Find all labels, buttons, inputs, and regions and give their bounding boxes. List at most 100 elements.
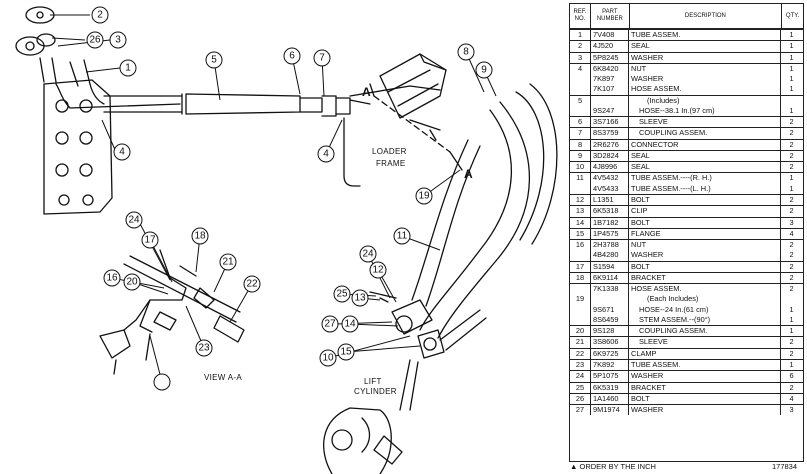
callout-13: 13 [354,293,366,304]
row-qty: 2 [789,162,794,172]
row-ref-no: 21 [570,337,591,348]
row-part-number: 3D2824 [591,150,629,162]
row-ref-no: 13 [570,206,591,217]
row-qty: 2 [789,206,794,216]
row-qty [781,96,802,106]
hose-lines [411,83,558,351]
row-ref-no: 9 [570,150,591,162]
row-description: TUBE ASSEM.----(R. H.) [629,173,781,184]
row-qty: 1 [789,314,794,324]
callout-9: 9 [481,65,487,76]
callout-17: 17 [144,235,156,246]
callout-4: 4 [119,147,125,158]
row-description: TUBE ASSEM.----(L. H.) [629,183,781,194]
row-ref-no: 2 [570,41,591,52]
row-qty: 1 [789,74,794,84]
row-description: (Each Includes) [629,294,781,305]
callout-2: 2 [97,10,103,21]
row-part-number: 1A1460 [591,393,629,405]
table-header: REF. NO. PART NUMBER DESCRIPTION QTY. [570,4,803,29]
row-qty: 1 [789,41,794,51]
row-description: HOSE ASSEM. [629,84,781,95]
row-qty: 4 [789,393,794,403]
row-ref-no: 24 [570,371,591,382]
row-description: HOSE ASSEM. [629,284,781,295]
callout-6: 6 [289,51,295,62]
illustration-id: 177834 [772,462,798,471]
row-ref-no: 11 [570,173,591,184]
row-ref-no [570,105,591,117]
view-a-a-detail [99,249,245,375]
row-part-number [591,294,629,305]
row-description: WASHER [629,74,781,85]
row-ref-no [570,304,591,315]
row-part-number: 7K107 [591,84,629,95]
row-part-number: 6K5319 [591,382,629,393]
exploded-parts-drawing: 2 26 3 1 4 5 6 7 8 9 4 19 11 24 12 25 13… [15,6,558,474]
lift-cylinder-label-1: LIFT [364,377,382,386]
table-row: 19(Each Includes) [570,294,803,305]
row-description: WASHER [629,371,781,382]
row-qty: 3 [789,217,794,227]
row-ref-no: 22 [570,348,591,359]
row-qty: 1 [789,183,794,193]
row-part-number: 6K9114 [591,272,629,284]
row-ref-no: 23 [570,359,591,371]
row-part-number: 9M1974 [591,405,629,416]
tube-assembly [55,83,183,115]
row-description: STEM ASSEM.--(90°) [629,314,781,326]
row-description: WASHER [629,52,781,63]
row-description: WASHER [629,250,781,261]
row-qty: 1 [789,105,794,115]
row-ref-no: 5 [570,95,591,106]
row-qty [781,294,802,304]
callout-1: 1 [125,63,131,74]
callout-26: 26 [89,35,101,46]
valve-block [379,53,447,141]
callout-18: 18 [194,231,206,242]
row-qty: 1 [789,359,794,369]
callout-8: 8 [463,47,469,58]
callout-14: 14 [344,319,356,330]
row-ref-no [570,250,591,261]
row-part-number: 3S8606 [591,337,629,348]
row-qty: 2 [789,261,794,271]
callout-11: 11 [397,231,408,242]
row-qty: 2 [789,337,794,347]
callout-10: 10 [322,353,334,364]
row-part-number: 9S671 [591,304,629,315]
row-qty: 2 [789,348,794,358]
row-description: BOLT [629,217,781,228]
row-ref-no: 1 [570,30,591,41]
row-part-number: 4V5433 [591,183,629,194]
row-description: SEAL [629,150,781,162]
callout-7: 7 [319,53,325,64]
row-ref-no: 25 [570,382,591,393]
row-qty: 1 [789,173,794,183]
header-part-number: PART NUMBER [591,4,630,28]
row-description: BRACKET [629,382,781,393]
row-qty: 2 [789,284,794,294]
callout-25: 25 [336,289,348,300]
row-ref-no [570,74,591,85]
row-part-number: 1P4575 [591,228,629,240]
row-qty: 1 [789,326,794,336]
row-ref-no: 4 [570,63,591,75]
